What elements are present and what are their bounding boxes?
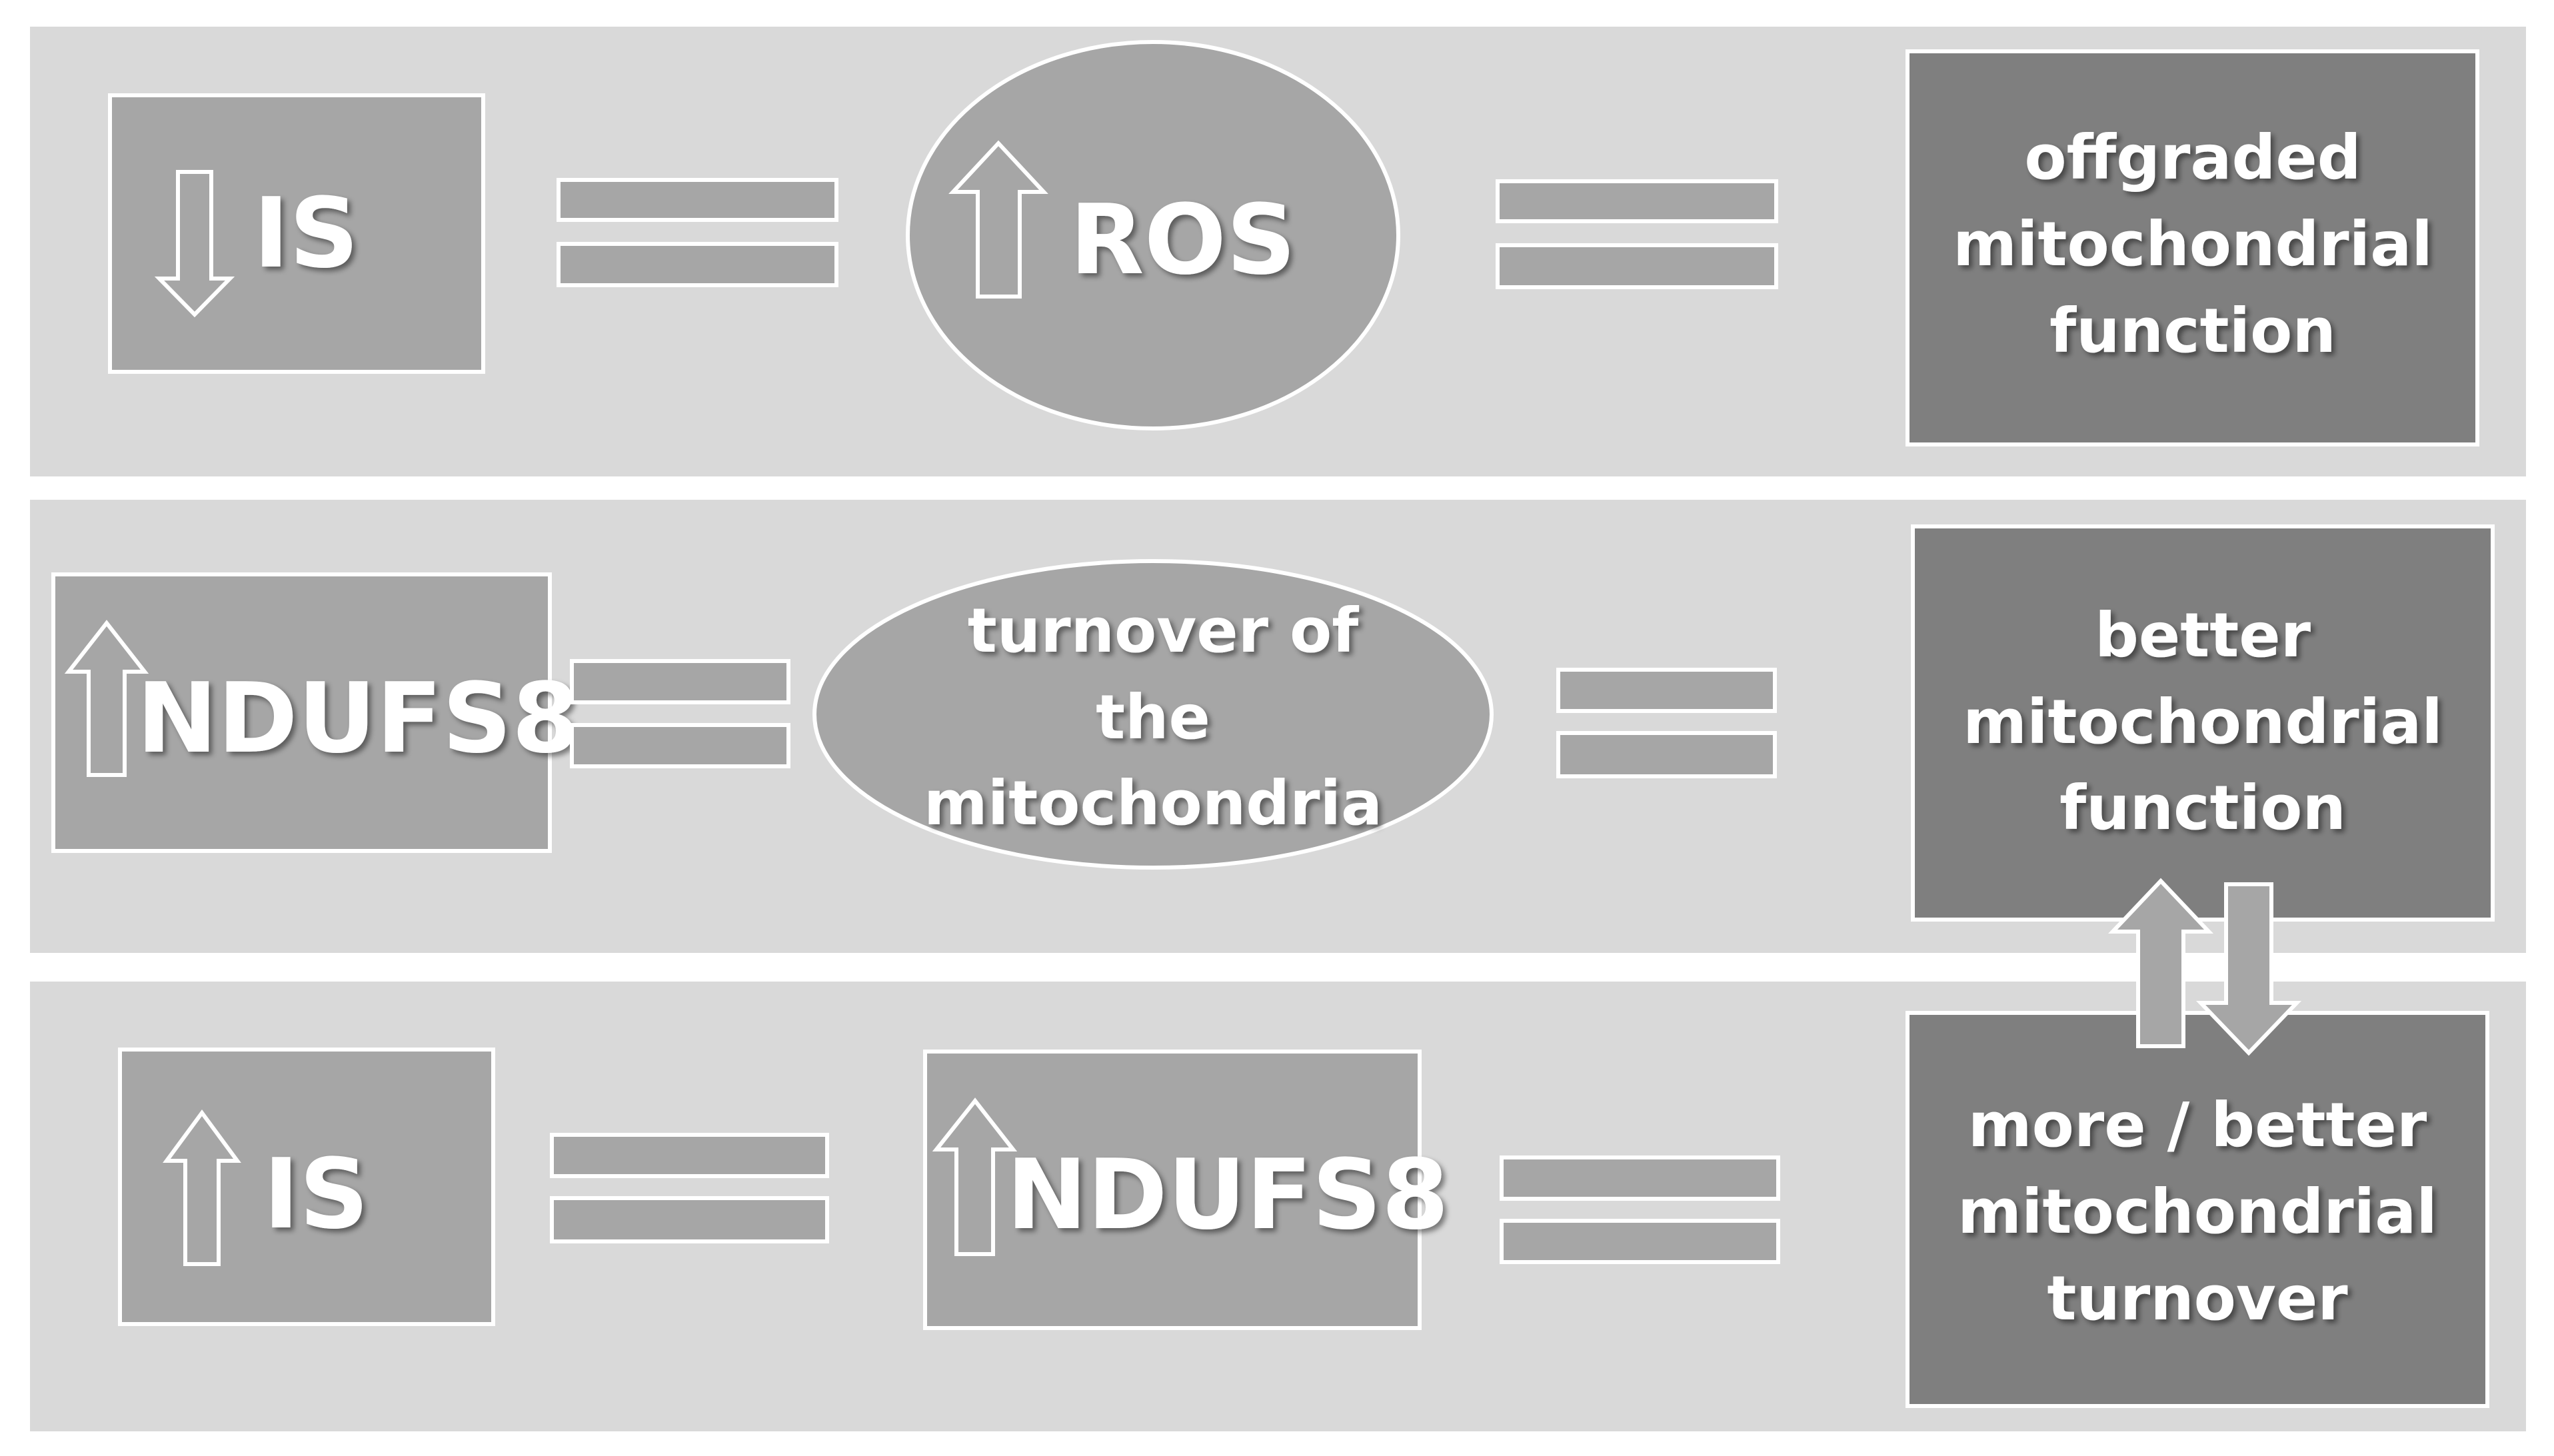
row-3-result-line-2: mitochondrial	[1957, 1176, 2437, 1247]
down-arrow-icon	[2195, 882, 2302, 1056]
row-1-middle-ellipse: ROS	[906, 40, 1400, 430]
up-arrow-icon	[2108, 878, 2213, 1048]
row-3-middle-box: NDUFS8	[923, 1050, 1449, 1330]
row-1-result-line-3: function	[2049, 295, 2336, 366]
row-3-result-line-3: turnover	[2047, 1263, 2348, 1334]
row-2-left-label: NDUFS8	[137, 662, 579, 775]
row-3: IS NDUFS8 more / better mitochondrial tu…	[30, 982, 2526, 1431]
row-2-result-box: better mitochondrial function	[1911, 524, 2495, 922]
row-2-middle-line-2: the	[1096, 682, 1210, 753]
row-3-middle-label: NDUFS8	[1006, 1139, 1449, 1251]
row-3-result-line-1: more / better	[1968, 1090, 2427, 1161]
up-arrow-icon	[64, 620, 149, 777]
row-1: IS ROS offgraded mitochondrial function	[30, 27, 2526, 476]
row-3-result-box: more / better mitochondrial turnover	[1906, 1011, 2489, 1408]
row-3-left-label: IS	[263, 1138, 369, 1251]
row-3-equals-2	[1500, 1155, 1780, 1264]
row-1-left-label: IS	[253, 177, 359, 290]
row-2-result-line-3: function	[2059, 772, 2346, 844]
row-2-middle-line-1: turnover of	[968, 595, 1360, 666]
up-arrow-icon	[932, 1097, 1018, 1256]
row-2-left-box: NDUFS8	[51, 572, 579, 853]
row-1-result-line-2: mitochondrial	[1953, 209, 2433, 280]
row-1-middle-label: ROS	[1070, 184, 1296, 297]
row-2-result-line-2: mitochondrial	[1963, 686, 2443, 758]
bidirectional-arrows	[2108, 878, 2302, 1056]
row-1-equals-1	[557, 178, 838, 287]
up-arrow-icon	[163, 1109, 241, 1266]
row-1-result-box: offgraded mitochondrial function	[1906, 49, 2479, 446]
row-1-left-box: IS	[108, 93, 485, 374]
down-arrow-icon	[154, 170, 235, 318]
row-1-result-line-1: offgraded	[2024, 122, 2361, 193]
up-arrow-icon	[948, 140, 1048, 299]
row-3-equals-1	[550, 1133, 829, 1243]
row-2-result-line-1: better	[2095, 600, 2311, 671]
row-2-equals-1	[570, 659, 790, 768]
row-2-middle-ellipse: turnover of the mitochondria	[812, 559, 1494, 870]
row-2-middle-line-3: mitochondria	[924, 768, 1382, 839]
row-2-equals-2	[1556, 668, 1777, 778]
row-2: NDUFS8 turnover of the mitochondria bett…	[30, 500, 2526, 953]
row-3-left-box: IS	[118, 1048, 495, 1326]
row-1-equals-2	[1496, 179, 1778, 289]
